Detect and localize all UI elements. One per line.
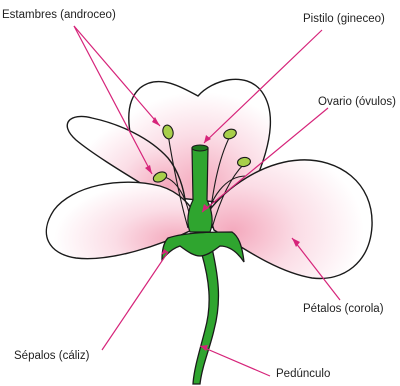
label-sepals: Sépalos (cáliz) (14, 351, 89, 363)
label-stamens: Estambres (androceo) (2, 10, 116, 22)
label-petals: Pétalos (corola) (303, 304, 384, 316)
pointer-sepals (102, 252, 168, 350)
label-peduncle: Pedúnculo (276, 369, 330, 381)
label-ovary: Ovario (óvulos) (318, 97, 396, 109)
stem (193, 248, 218, 384)
pointer-stamens-1 (74, 26, 160, 126)
pistil-stigma (192, 145, 208, 151)
pointer-peduncle (200, 346, 270, 376)
label-pistil: Pistilo (gineceo) (303, 14, 385, 26)
